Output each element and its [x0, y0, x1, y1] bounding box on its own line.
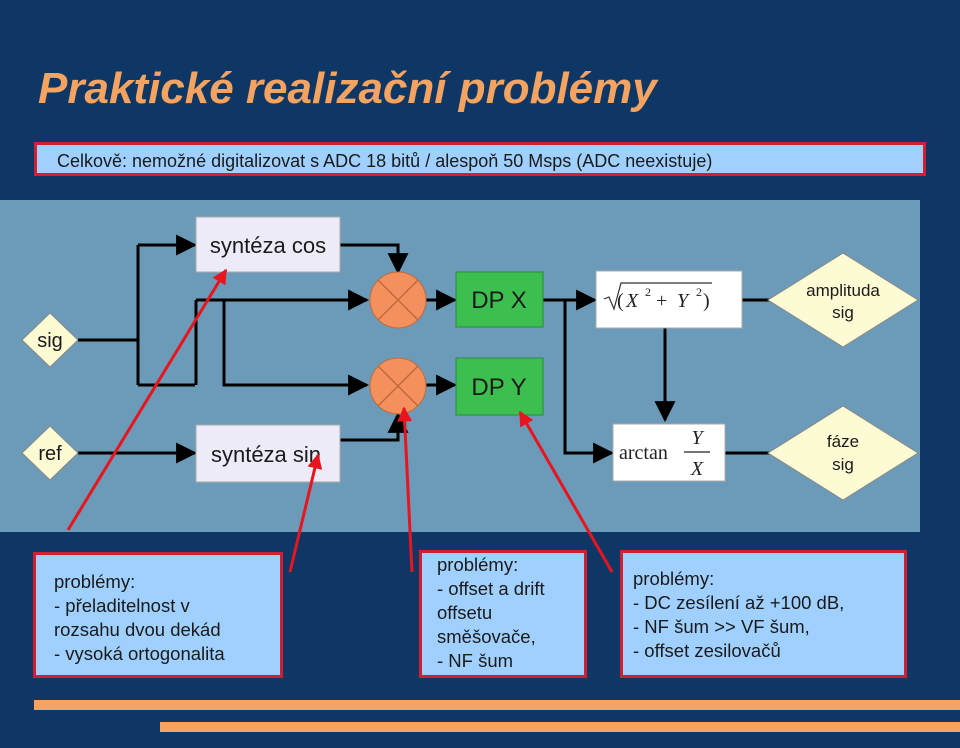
- arctan-denominator: X: [690, 458, 704, 480]
- problem-line: - vysoká ortogonalita: [54, 643, 225, 664]
- amplitude-output-diamond: amplituda sig: [767, 252, 919, 348]
- sqrt-x-exp: 2: [645, 285, 651, 299]
- signal-lines: [78, 234, 770, 464]
- magnitude-block: ( X 2 + Y 2 ): [595, 270, 743, 329]
- problem-line: - offset zesilovačů: [633, 640, 781, 661]
- amplitude-output-label-1: amplituda: [806, 281, 880, 300]
- problem-box-synth: problémy: - přeladitelnost v rozsahu dvo…: [33, 552, 283, 678]
- sqrt-plus: +: [656, 290, 667, 312]
- amplitude-output-label-2: sig: [832, 303, 854, 322]
- problem-line: - DC zesílení až +100 dB,: [633, 592, 845, 613]
- problem-line: problémy:: [633, 568, 715, 589]
- lpf-x-block: DP X: [455, 271, 544, 328]
- synth-cos-label: syntéza cos: [210, 233, 326, 258]
- phase-output-label-1: fáze: [827, 432, 859, 451]
- mixer-y: [369, 357, 427, 415]
- problem-box-mixer: problémy: - offset a drift offsetu směšo…: [419, 550, 587, 678]
- lpf-y-label: DP Y: [471, 374, 526, 401]
- pointer-lpf: [518, 410, 614, 573]
- sqrt-y-exp: 2: [696, 285, 702, 299]
- problem-line: problémy:: [54, 571, 136, 592]
- problem-line: - offset a drift: [437, 578, 545, 599]
- problem-line: problémy:: [437, 554, 519, 575]
- problem-line: offsetu: [437, 602, 493, 623]
- problem-pointers: [66, 268, 614, 573]
- summary-note: Celkově: nemožné digitalizovat s ADC 18 …: [34, 142, 926, 176]
- synth-cos-block: syntéza cos: [195, 216, 341, 273]
- sqrt-x-symbol: X: [625, 290, 639, 312]
- problem-box-lpf: problémy: - DC zesílení až +100 dB, - NF…: [620, 550, 907, 678]
- phase-block: arctan Y X: [612, 423, 726, 482]
- problem-line: směšovače,: [437, 626, 536, 647]
- problem-line: - NF šum >> VF šum,: [633, 616, 810, 637]
- sqrt-y-symbol: Y: [677, 290, 690, 312]
- sig-input-diamond: sig: [21, 312, 79, 368]
- svg-text:(: (: [617, 290, 624, 312]
- problem-line: rozsahu dvou dekád: [54, 619, 221, 640]
- svg-text:): ): [703, 290, 710, 312]
- synth-sin-label: syntéza sin: [211, 442, 321, 467]
- ref-input-diamond: ref: [21, 425, 79, 481]
- lpf-x-label: DP X: [471, 287, 527, 314]
- ref-input-label: ref: [38, 443, 62, 465]
- problem-line: - přeladitelnost v: [54, 595, 190, 616]
- synth-sin-block: syntéza sin: [195, 424, 341, 483]
- pointer-mixer: [397, 406, 414, 573]
- page-title: Praktické realizační problémy: [38, 64, 657, 113]
- arctan-numerator: Y: [691, 427, 704, 449]
- pointer-synth-sin: [288, 453, 323, 573]
- footer-bar-bottom: [160, 722, 960, 732]
- pointer-synth: [66, 268, 228, 531]
- arctan-func: arctan: [619, 442, 668, 464]
- lpf-y-block: DP Y: [455, 357, 544, 416]
- mixer-x: [369, 271, 427, 329]
- footer-bar-top: [34, 700, 960, 710]
- phase-output-diamond: fáze sig: [767, 405, 919, 501]
- phase-output-label-2: sig: [832, 455, 854, 474]
- problem-line: - NF šum: [437, 650, 514, 671]
- sig-input-label: sig: [37, 330, 63, 352]
